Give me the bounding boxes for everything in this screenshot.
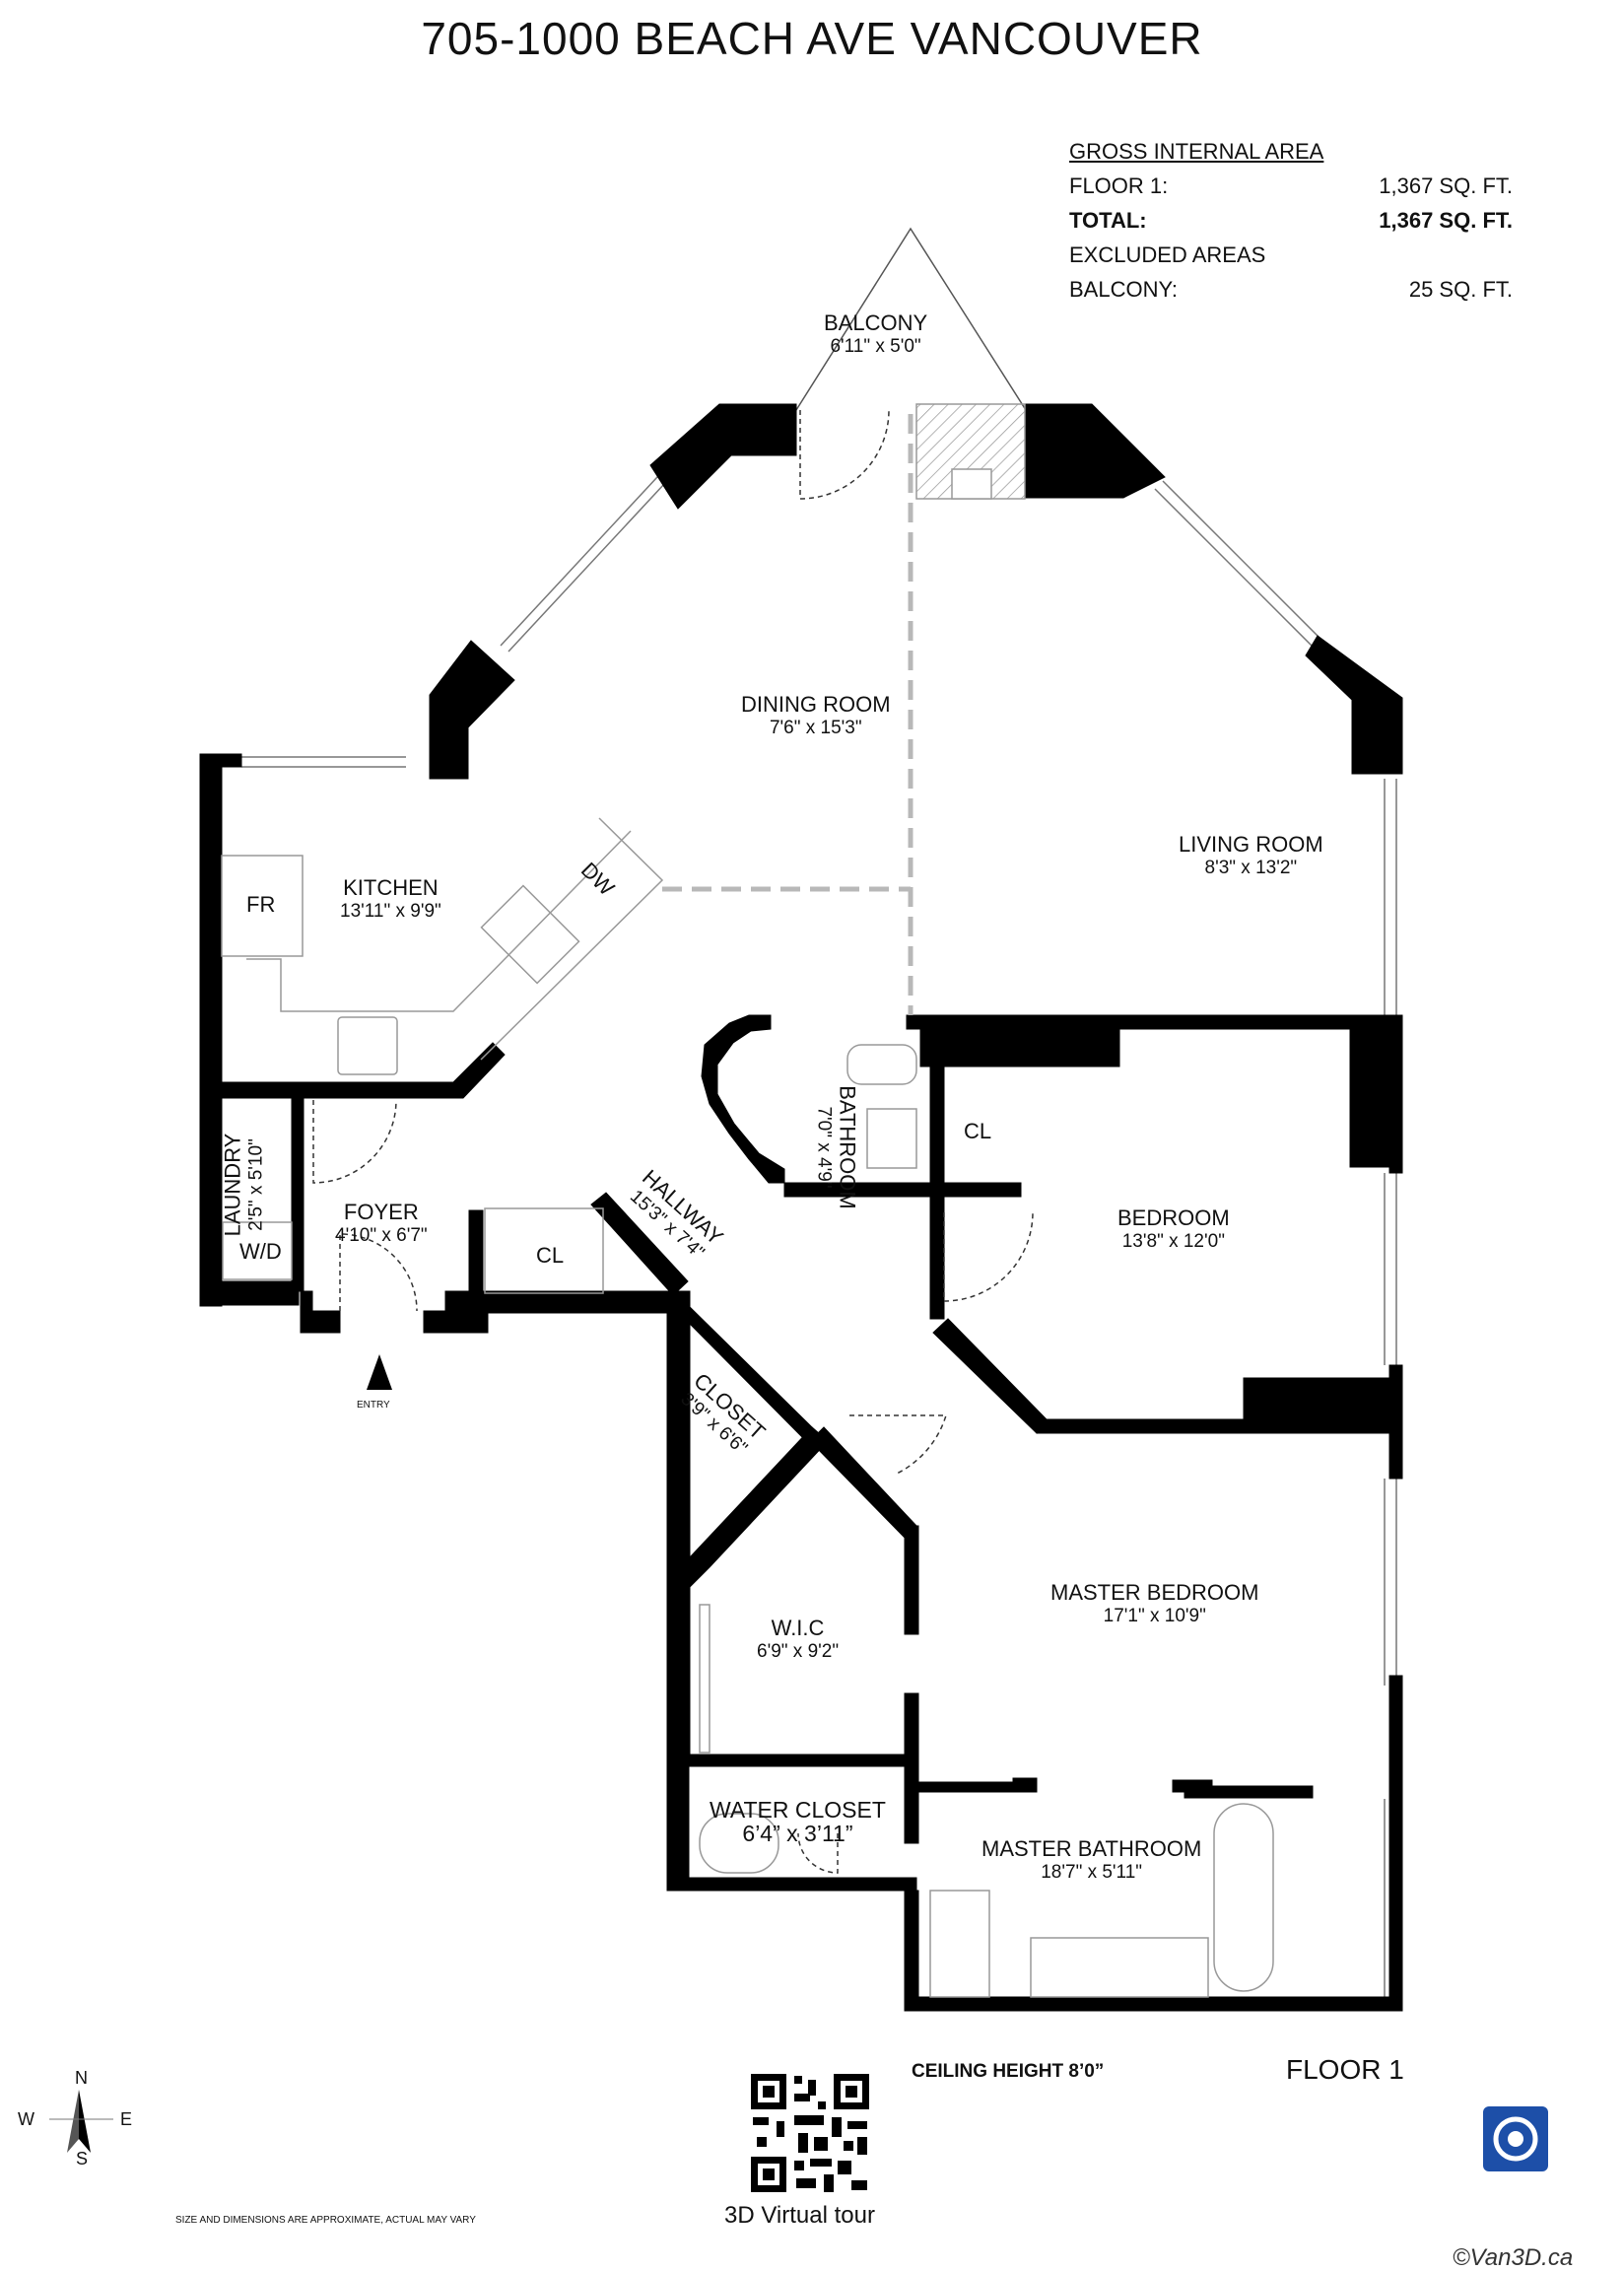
room-balcony-dim: 6'11" x 5'0" — [830, 336, 921, 357]
copyright: ©Van3D.ca — [1453, 2244, 1574, 2271]
area-total-label: TOTAL: — [1069, 208, 1147, 233]
van3d-logo-icon — [1483, 2106, 1548, 2171]
room-master-bedroom: MASTER BEDROOM 17'1" x 10'9" — [1050, 1581, 1258, 1628]
room-wic-name: W.I.C — [771, 1616, 825, 1640]
entry-arrow-icon — [367, 1354, 392, 1390]
closet-label-bath: CL — [964, 1119, 992, 1143]
fixture-outlines — [221, 403, 1274, 1998]
room-laundry-dim: 2'5" x 5'10" — [245, 1138, 267, 1231]
area-summary: GROSS INTERNAL AREA FLOOR 1: 1,367 SQ. FT… — [1069, 134, 1513, 307]
area-header: GROSS INTERNAL AREA — [1069, 139, 1324, 164]
room-master-bathroom-name: MASTER BATHROOM — [981, 1836, 1202, 1861]
compass-icon — [49, 2090, 113, 2153]
window-lines — [241, 462, 1397, 2001]
room-master-bedroom-dim: 17'1" x 10'9" — [1103, 1606, 1206, 1626]
room-bedroom-name: BEDROOM — [1117, 1205, 1230, 1230]
walls — [199, 403, 1403, 2012]
qr-code-icon — [749, 2072, 871, 2194]
room-kitchen-dim: 13'11" x 9'9" — [340, 901, 441, 922]
area-floor1-label: FLOOR 1: — [1069, 173, 1169, 198]
area-total-value: 1,367 SQ. FT. — [1379, 208, 1513, 233]
room-foyer-dim: 4'10" x 6'7" — [335, 1225, 428, 1246]
room-balcony-name: BALCONY — [824, 310, 928, 335]
room-wic: W.I.C 6'9" x 9'2" — [757, 1617, 839, 1664]
room-master-bedroom-name: MASTER BEDROOM — [1050, 1580, 1259, 1605]
area-excluded-label: EXCLUDED AREAS — [1069, 242, 1266, 267]
compass-east: E — [120, 2109, 133, 2129]
doors — [312, 409, 1034, 1874]
area-balcony-value: 25 SQ. FT. — [1408, 277, 1513, 302]
room-bathroom-name: BATHROOM — [835, 1085, 860, 1209]
room-bedroom-dim: 13'8" x 12'0" — [1121, 1231, 1225, 1252]
area-balcony-label: BALCONY: — [1069, 277, 1179, 302]
dashed-dividers — [662, 414, 914, 1015]
room-kitchen: KITCHEN 13'11" x 9'9" — [340, 876, 441, 924]
room-dining-name: DINING ROOM — [741, 692, 891, 717]
room-balcony: BALCONY 6'11" x 5'0" — [824, 311, 927, 359]
fixture-washer-dryer: W/D — [239, 1239, 282, 1264]
area-floor1-value: 1,367 SQ. FT. — [1379, 173, 1513, 198]
closet-label-foyer: CL — [536, 1243, 565, 1268]
room-water-closet-dim: 6’4” x 3’11” — [742, 1821, 853, 1846]
disclaimer: SIZE AND DIMENSIONS ARE APPROXIMATE, ACT… — [175, 2215, 476, 2226]
virtual-tour-label[interactable]: 3D Virtual tour — [724, 2202, 875, 2229]
room-kitchen-name: KITCHEN — [343, 875, 439, 900]
room-dining: DINING ROOM 7'6" x 15'3" — [741, 693, 891, 740]
floor-label: FLOOR 1 — [1286, 2054, 1404, 2085]
room-master-bathroom-dim: 18'7" x 5'11" — [1041, 1862, 1143, 1883]
room-bathroom: BATHROOM 7'0" x 4'9" — [812, 1085, 860, 1209]
compass-south: S — [76, 2149, 89, 2169]
room-bedroom: BEDROOM 13'8" x 12'0" — [1117, 1206, 1230, 1254]
room-laundry-name: LAUNDRY — [220, 1133, 245, 1237]
room-laundry: LAUNDRY 2'5" x 5'10" — [220, 1133, 268, 1237]
fixture-fridge: FR — [246, 892, 276, 917]
room-living-dim: 8'3" x 13'2" — [1204, 858, 1298, 878]
room-living: LIVING ROOM 8'3" x 13'2" — [1179, 833, 1323, 880]
room-foyer-name: FOYER — [343, 1200, 419, 1224]
room-wic-dim: 6'9" x 9'2" — [757, 1641, 840, 1662]
room-water-closet-name: WATER CLOSET — [710, 1797, 886, 1823]
compass-west: W — [18, 2109, 34, 2129]
ceiling-height: CEILING HEIGHT 8’0” — [912, 2061, 1105, 2082]
compass-north: N — [75, 2068, 88, 2088]
page-title: 705-1000 BEACH AVE VANCOUVER — [421, 13, 1203, 64]
room-bathroom-dim: 7'0" x 4'9" — [813, 1106, 835, 1189]
room-master-bathroom: MASTER BATHROOM 18'7" x 5'11" — [981, 1837, 1201, 1885]
room-water-closet: WATER CLOSET 6’4” x 3’11” — [710, 1798, 886, 1845]
room-dining-dim: 7'6" x 15'3" — [769, 718, 862, 738]
room-foyer: FOYER 4'10" x 6'7" — [335, 1201, 428, 1248]
balcony-outline — [795, 227, 1027, 411]
room-living-name: LIVING ROOM — [1179, 832, 1323, 857]
entry-label: ENTRY — [357, 1400, 390, 1411]
